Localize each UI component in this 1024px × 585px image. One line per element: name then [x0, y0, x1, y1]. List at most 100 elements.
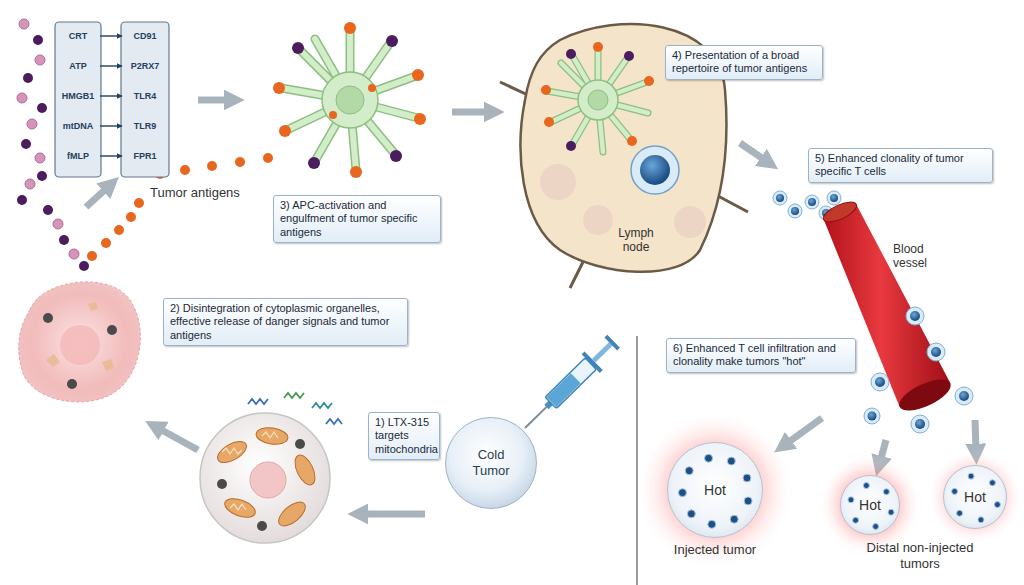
- signal-arrow: [100, 35, 122, 36]
- danger-signal-dots: [43, 205, 53, 215]
- tumor-cell: [222, 432, 278, 510]
- tumor-cell: [312, 403, 332, 408]
- tumor-circle: Cold Tumor: [445, 417, 537, 509]
- lymph-node: [566, 141, 576, 151]
- ligand-item: ATP: [57, 60, 99, 72]
- flow-arrow: [786, 418, 822, 444]
- blood-vessel: [931, 347, 941, 357]
- flow-arrow: [158, 428, 198, 450]
- t-cell: [827, 191, 841, 205]
- flow-arrow: [198, 97, 230, 104]
- tumor-cell: [230, 504, 246, 510]
- tumor-circle: Hot: [840, 475, 900, 535]
- tumor-circle: Hot: [667, 442, 763, 538]
- blood-vessel: [910, 311, 920, 321]
- receptor-item: TLR4: [123, 90, 167, 102]
- disintegrating-cell: [19, 282, 141, 402]
- lymph-node: [544, 117, 554, 127]
- tumor-cell: [257, 521, 267, 531]
- disintegrating-cell: [102, 359, 114, 371]
- t-cell-dot: [968, 473, 974, 479]
- danger-signal-dots: [59, 235, 69, 245]
- flow-arrow: [975, 420, 976, 450]
- disintegrating-cell: [43, 313, 53, 323]
- step-text: 6) Enhanced T cell infiltration and clon…: [673, 342, 849, 369]
- t-cell-dot: [727, 457, 735, 465]
- step-callout: 4) Presentation of a broad repertoire of…: [665, 45, 823, 80]
- ligand-panel: [55, 22, 101, 177]
- illustration-label: Tumor antigens: [150, 185, 280, 201]
- t-cell-dot: [863, 483, 869, 489]
- hot-tumor: Hot: [840, 475, 900, 535]
- flow-arrow: [740, 143, 766, 161]
- antigen-presenting-cell: [412, 69, 424, 81]
- antigen-presenting-cell: [344, 22, 356, 34]
- tumor-antigen-dots: [180, 165, 190, 175]
- danger-signal-dots: [17, 195, 27, 205]
- step-text: 4) Presentation of a broad repertoire of…: [672, 49, 816, 76]
- blood-vessel: [906, 307, 924, 325]
- syringe: [516, 332, 623, 437]
- tumor-cell: [214, 437, 250, 467]
- t-cell-dot: [883, 489, 889, 495]
- signal-name: HMGB1: [59, 91, 97, 101]
- step-callout: 3) APC-activation and engulfment of tumo…: [273, 195, 441, 243]
- signal-arrow: [100, 155, 122, 156]
- tumor-cell: [250, 462, 286, 498]
- signal-name: FPR1: [125, 151, 165, 161]
- danger-signal-dots: [37, 103, 47, 113]
- t-cell-dot: [687, 510, 695, 518]
- tumor-cell: [255, 426, 289, 446]
- t-cell-dot: [705, 454, 713, 462]
- signal-name: P2RX7: [125, 61, 165, 71]
- danger-signal-dots: [53, 219, 63, 229]
- disintegrating-cell: [88, 302, 98, 311]
- step-callout: 6) Enhanced T cell infiltration and clon…: [666, 338, 856, 373]
- antigen-presenting-cell: [414, 113, 426, 125]
- t-cell: [830, 194, 838, 202]
- tumor-caption: Injected tumor: [667, 542, 763, 557]
- illustration-label: Blood vessel: [893, 242, 939, 271]
- danger-signal-dots: [19, 19, 29, 29]
- syringe: [592, 342, 613, 362]
- blood-vessel: [824, 204, 951, 406]
- danger-signal-dots: [17, 93, 27, 103]
- receptor-item: CD91: [123, 30, 167, 42]
- antigen-presenting-cell: [281, 30, 418, 170]
- tumor-cell: [248, 393, 342, 424]
- disintegrating-cell: [60, 325, 100, 365]
- t-cell: [864, 373, 973, 433]
- antigen-presenting-cell: [322, 72, 378, 128]
- t-cell-dot: [957, 510, 963, 516]
- panel-divider: [636, 336, 638, 585]
- tumor-cell: [200, 393, 342, 543]
- disintegrating-cell: [19, 282, 141, 402]
- tumor-cell: [222, 448, 242, 454]
- lymph-node: [547, 48, 648, 152]
- tumor-antigen-dots: [87, 251, 97, 261]
- danger-signal-dots: [23, 73, 33, 83]
- ligand-item: mtDNA: [57, 120, 99, 132]
- t-cell-dot: [978, 517, 984, 523]
- hot-tumor: Hot: [943, 465, 1007, 529]
- hot-tumor: HotInjected tumor: [667, 442, 763, 557]
- tumor-antigen-dots: [235, 157, 245, 167]
- signal-name: mtDNA: [59, 121, 97, 131]
- tumor-cell: [291, 452, 319, 488]
- ligand-item: HMGB1: [57, 90, 99, 102]
- receptor-item: FPR1: [123, 150, 167, 162]
- antigen-presenting-cell: [368, 84, 376, 92]
- lymph-node: [640, 155, 670, 185]
- lymph-node: [593, 42, 603, 52]
- tumor-antigen-dots: [126, 212, 136, 222]
- danger-signal-dots: [69, 249, 79, 259]
- t-cell: [911, 415, 929, 433]
- danger-signal-dots: [27, 119, 37, 129]
- blood-vessel: [927, 343, 945, 361]
- antigen-presenting-cell: [273, 22, 426, 178]
- tumor-cell: [248, 399, 268, 404]
- tumor-antigen-dots: [207, 161, 217, 171]
- t-cell: [871, 373, 889, 391]
- cold-tumor: Cold Tumor: [445, 417, 537, 509]
